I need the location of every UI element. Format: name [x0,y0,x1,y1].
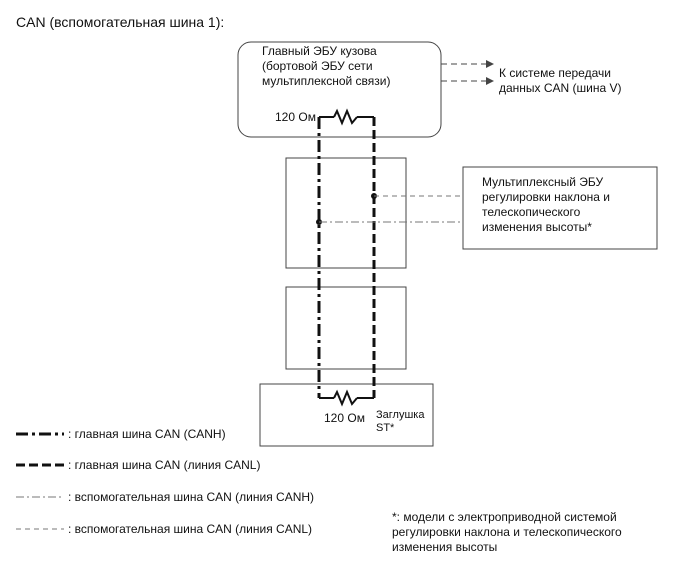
junction-connector-box [259,383,434,447]
multiplex-ecu-label: Мультиплексный ЭБУ регулировки наклона и… [482,175,611,234]
resistor-icon [333,108,358,126]
intermediate-ecu-box-2 [285,286,407,370]
main-body-ecu-label: Главный ЭБУ кузова (бортовой ЭБУ сети му… [262,44,391,88]
main-ecu-resistor-value: 120 Ом [275,110,316,124]
legend-label-main-canl: : главная шина CAN (линия CANL) [68,458,261,472]
resistor-icon [333,389,358,407]
legend-label-sub-canl: : вспомогательная шина CAN (линия CANL) [68,522,313,536]
legend-label-main-canh: : главная шина CAN (CANH) [68,427,226,441]
footnote: *: модели с электроприводной системой ре… [392,510,622,554]
arrow-head-icon [486,60,494,68]
diagram-title: CAN (вспомогательная шина 1): [16,14,225,30]
junction-connector-label: Заглушка ST* [376,409,425,434]
arrow-head-icon [486,77,494,85]
external-system-label: К системе передачи данных CAN (шина V) [499,66,622,95]
legend-label-sub-canh: : вспомогательная шина CAN (линия CANH) [68,490,315,504]
junction-resistor-value: 120 Ом [324,411,365,425]
multiplex-ecu-box [462,166,658,250]
intermediate-ecu-box-1 [285,157,407,269]
main-body-ecu-box [237,41,442,138]
